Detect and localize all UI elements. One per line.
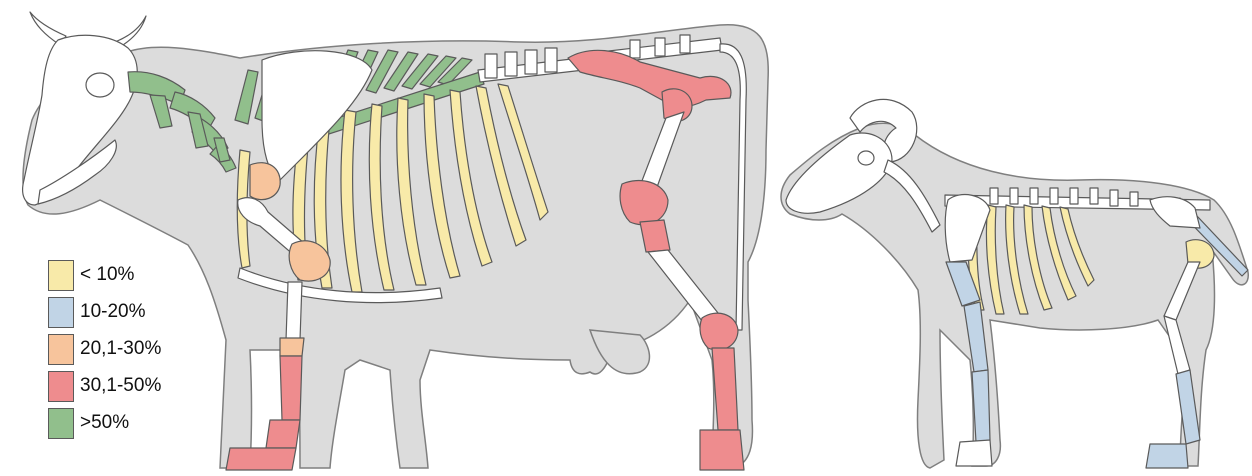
legend-item: 30,1-50% bbox=[48, 369, 248, 403]
legend-swatch bbox=[48, 408, 74, 439]
legend: < 10% 10-20% 20,1-30% 30,1-50% >50% bbox=[48, 258, 248, 443]
legend-item: 20,1-30% bbox=[48, 332, 248, 366]
cow-tibia bbox=[640, 220, 670, 252]
legend-swatch bbox=[48, 297, 74, 328]
cow-front-metacarpus bbox=[280, 356, 302, 420]
cow-carpus bbox=[280, 338, 304, 356]
legend-item: 10-20% bbox=[48, 295, 248, 329]
sheep-figure bbox=[781, 99, 1248, 468]
legend-label: >50% bbox=[80, 412, 129, 434]
cow-front-hoof bbox=[226, 448, 296, 470]
sheep-eye-socket bbox=[858, 151, 874, 165]
sheep-front-hoof bbox=[956, 440, 992, 466]
legend-label: 30,1-50% bbox=[80, 375, 161, 397]
cow-radius bbox=[286, 282, 302, 340]
cow-stifle bbox=[620, 181, 668, 225]
legend-label: 10-20% bbox=[80, 301, 146, 323]
cow-hind-hoof bbox=[700, 430, 744, 470]
legend-label: < 10% bbox=[80, 264, 134, 286]
legend-item: >50% bbox=[48, 406, 248, 440]
cow-hock bbox=[700, 313, 738, 350]
legend-swatch bbox=[48, 260, 74, 291]
cow-shoulder-joint bbox=[250, 163, 280, 200]
legend-label: 20,1-30% bbox=[80, 338, 161, 360]
legend-swatch bbox=[48, 371, 74, 402]
cow-eye-socket bbox=[86, 73, 114, 97]
cow-front-phalanges bbox=[266, 420, 300, 448]
legend-item: < 10% bbox=[48, 258, 248, 292]
legend-swatch bbox=[48, 334, 74, 365]
sheep-hind-hoof bbox=[1146, 444, 1188, 468]
